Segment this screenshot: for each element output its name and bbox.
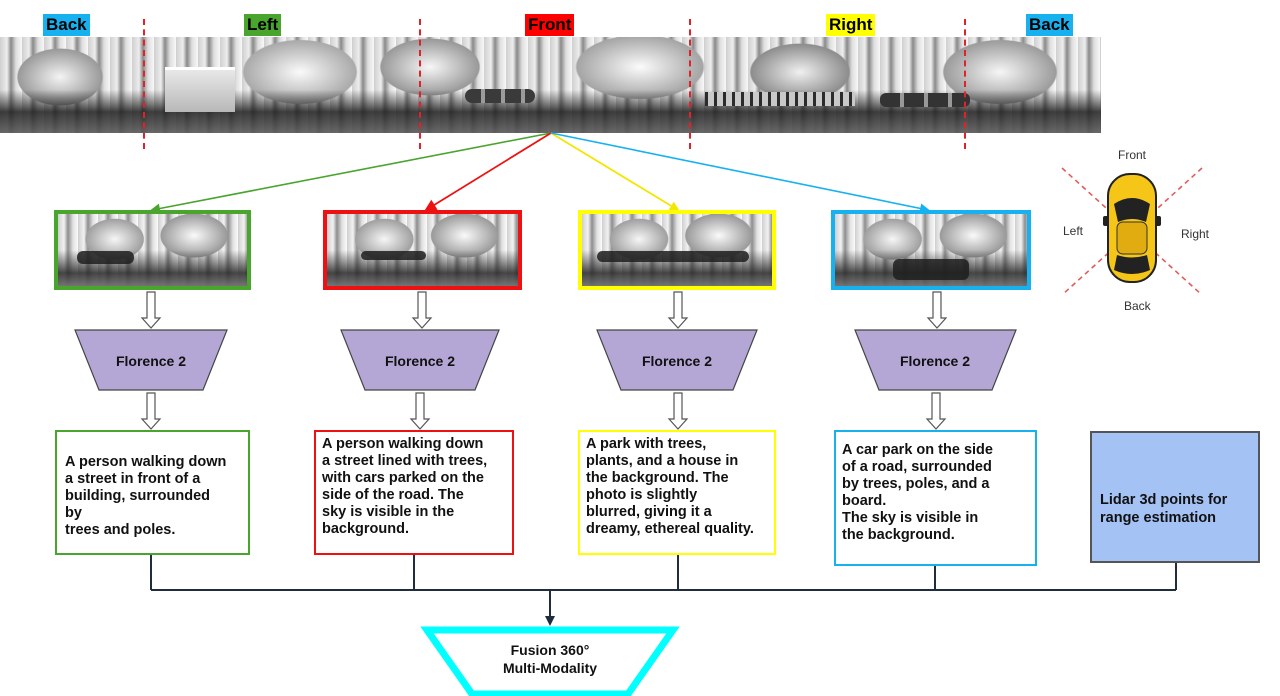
model-label-right: Florence 2 <box>641 353 713 369</box>
panorama-cars-right <box>880 93 970 107</box>
car-label-left: Left <box>1063 224 1084 238</box>
caption-left: A person walking down a street in front … <box>55 430 250 555</box>
caption-right: A park with trees, plants, and a house i… <box>578 430 776 555</box>
label-front: Front <box>525 14 575 36</box>
model-label-front: Florence 2 <box>384 353 456 369</box>
camera-view-right <box>578 210 776 290</box>
arrow-to-back-view <box>550 132 930 214</box>
block-arrows-to-caption <box>140 392 947 430</box>
separator-left-front <box>419 19 421 149</box>
camera-view-front <box>323 210 522 290</box>
arrow-to-left-view <box>150 132 552 214</box>
label-left: Left <box>244 14 282 36</box>
separator-back-left <box>143 19 145 149</box>
connector-bus <box>150 555 1177 626</box>
panorama-building <box>165 67 235 112</box>
car-label-right: Right <box>1181 227 1210 241</box>
caption-back: A car park on the side of a road, surrou… <box>834 430 1037 566</box>
camera-view-left <box>54 210 251 290</box>
car-icon <box>1103 173 1161 283</box>
label-back-left: Back <box>43 14 90 36</box>
panorama-image <box>0 37 1101 133</box>
caption-front: A person walking down a street lined wit… <box>314 430 514 555</box>
model-label-left: Florence 2 <box>115 353 187 369</box>
arrow-to-right-view <box>550 132 680 212</box>
fusion-trapezoid <box>420 626 680 696</box>
model-trapezoids <box>74 329 1017 391</box>
lidar-box: Lidar 3d points for range estimation <box>1090 431 1260 563</box>
car-label-back: Back <box>1124 299 1151 313</box>
fusion-label: Fusion 360° Multi-Modality <box>502 642 598 676</box>
panorama-parked-cars <box>465 89 535 103</box>
label-back-right: Back <box>1026 14 1073 36</box>
panorama-fence <box>705 92 855 106</box>
arrow-to-front-view <box>424 132 552 212</box>
separator-front-right <box>689 19 691 149</box>
label-right: Right <box>826 14 876 36</box>
block-arrows-to-model <box>140 291 948 329</box>
model-label-back: Florence 2 <box>899 353 971 369</box>
car-label-front: Front <box>1118 148 1147 162</box>
separator-right-back <box>964 19 966 149</box>
car-diagram <box>1061 167 1203 296</box>
camera-view-back <box>831 210 1031 290</box>
